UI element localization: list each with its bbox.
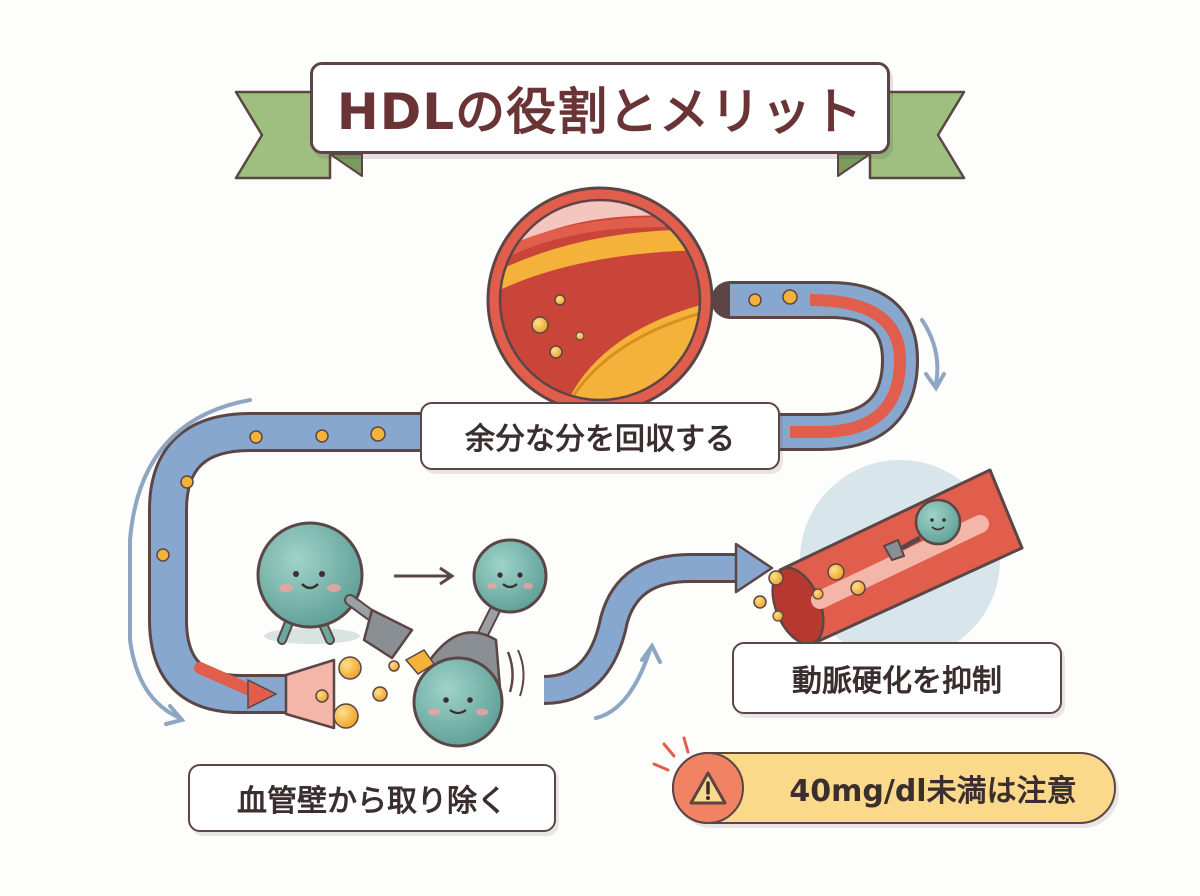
artery-cross-section	[480, 180, 720, 420]
hdl-character-vacuum	[406, 632, 524, 746]
warning-badge: 40mg/dl未満は注意	[672, 752, 1116, 824]
transform-arrow	[394, 568, 452, 584]
warning-icon	[672, 752, 744, 824]
page-title: HDLの役割とメリット	[337, 72, 863, 144]
warning-text: 40mg/dl未満は注意	[766, 754, 1100, 822]
artery-tube	[754, 460, 1022, 660]
title-banner: HDLの役割とメリット	[310, 62, 890, 154]
step-label-remove: 血管壁から取り除く	[188, 764, 556, 832]
step-label-collect: 余分な分を回収する	[420, 402, 780, 470]
hdl-character-small	[474, 540, 546, 640]
hdl-character-large	[258, 523, 412, 658]
step-label-suppress: 動脈硬化を抑制	[732, 642, 1062, 714]
